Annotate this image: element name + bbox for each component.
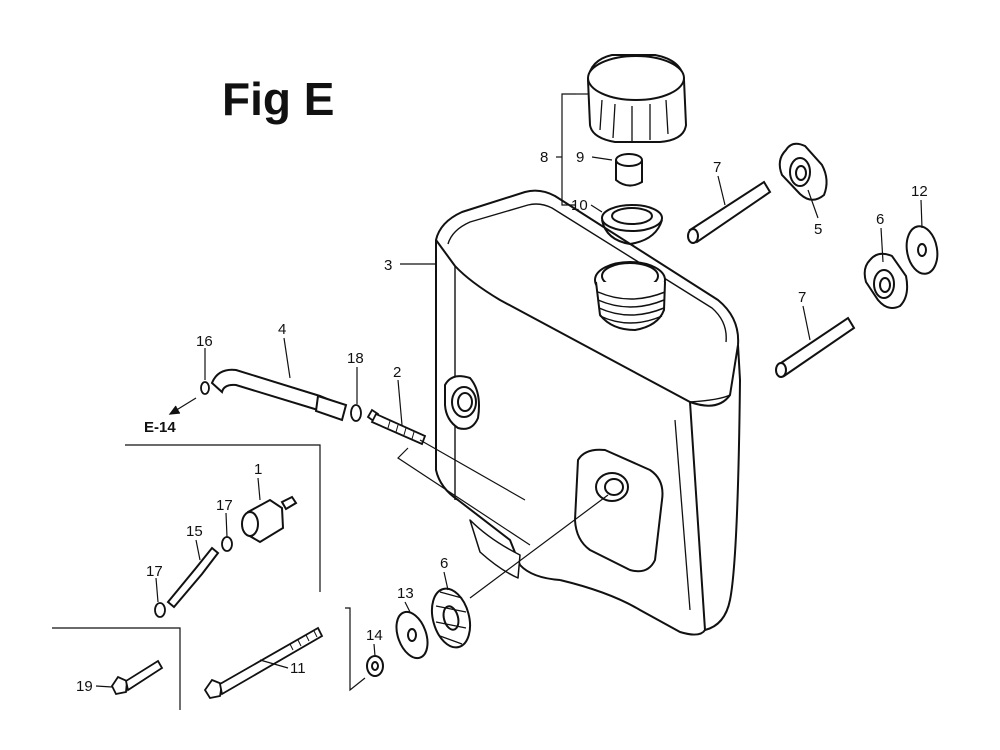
mount-6-bottom bbox=[430, 587, 472, 649]
callout-11: 11 bbox=[290, 660, 306, 677]
bolt-2 bbox=[366, 408, 427, 446]
bolt-19 bbox=[110, 659, 164, 696]
callout-19: 19 bbox=[76, 678, 93, 695]
bolt-11 bbox=[203, 626, 324, 700]
fuel-hose-15 bbox=[166, 546, 220, 609]
fuel-tube bbox=[210, 368, 348, 422]
callout-1: 1 bbox=[254, 461, 262, 478]
washer-14 bbox=[366, 655, 384, 677]
callout-6a: 6 bbox=[876, 211, 884, 228]
washer-12 bbox=[905, 225, 939, 275]
mount-5 bbox=[778, 142, 828, 201]
callout-13: 13 bbox=[397, 585, 414, 602]
fuel-cock bbox=[241, 495, 298, 544]
callout-12: 12 bbox=[911, 183, 928, 200]
mount-6-right bbox=[863, 252, 909, 309]
clip-17-upper bbox=[221, 536, 233, 552]
clip-17-lower bbox=[154, 602, 166, 618]
callout-16: 16 bbox=[196, 333, 213, 350]
washer-13 bbox=[395, 610, 429, 660]
callout-14: 14 bbox=[366, 627, 383, 644]
callout-7a: 7 bbox=[713, 159, 721, 176]
cap-filter bbox=[615, 153, 643, 187]
callout-3: 3 bbox=[384, 257, 392, 274]
clip-16 bbox=[200, 381, 210, 395]
callout-18: 18 bbox=[347, 350, 364, 367]
callout-5: 5 bbox=[814, 221, 822, 238]
callouts: 1 2 3 4 5 6 6 7 7 8 9 10 11 12 13 14 15 … bbox=[76, 149, 928, 695]
callout-8: 8 bbox=[540, 149, 548, 166]
callout-7b: 7 bbox=[798, 289, 806, 306]
leader-lines bbox=[52, 93, 923, 710]
figure-title: Fig E bbox=[222, 73, 335, 125]
callout-10: 10 bbox=[571, 197, 588, 214]
callout-4: 4 bbox=[278, 321, 286, 338]
callout-2: 2 bbox=[393, 364, 401, 381]
tube-7-lower bbox=[775, 316, 856, 378]
callout-15: 15 bbox=[186, 523, 203, 540]
callout-6b: 6 bbox=[440, 555, 448, 572]
callout-17b: 17 bbox=[146, 563, 163, 580]
ref-label-e14: E-14 bbox=[144, 419, 176, 436]
filler-cap bbox=[586, 54, 688, 143]
callout-9: 9 bbox=[576, 149, 584, 166]
tube-7-upper bbox=[687, 180, 772, 244]
callout-17a: 17 bbox=[216, 497, 233, 514]
fuel-tank bbox=[435, 189, 741, 636]
cap-gasket bbox=[601, 204, 663, 246]
clip-18 bbox=[350, 404, 362, 422]
